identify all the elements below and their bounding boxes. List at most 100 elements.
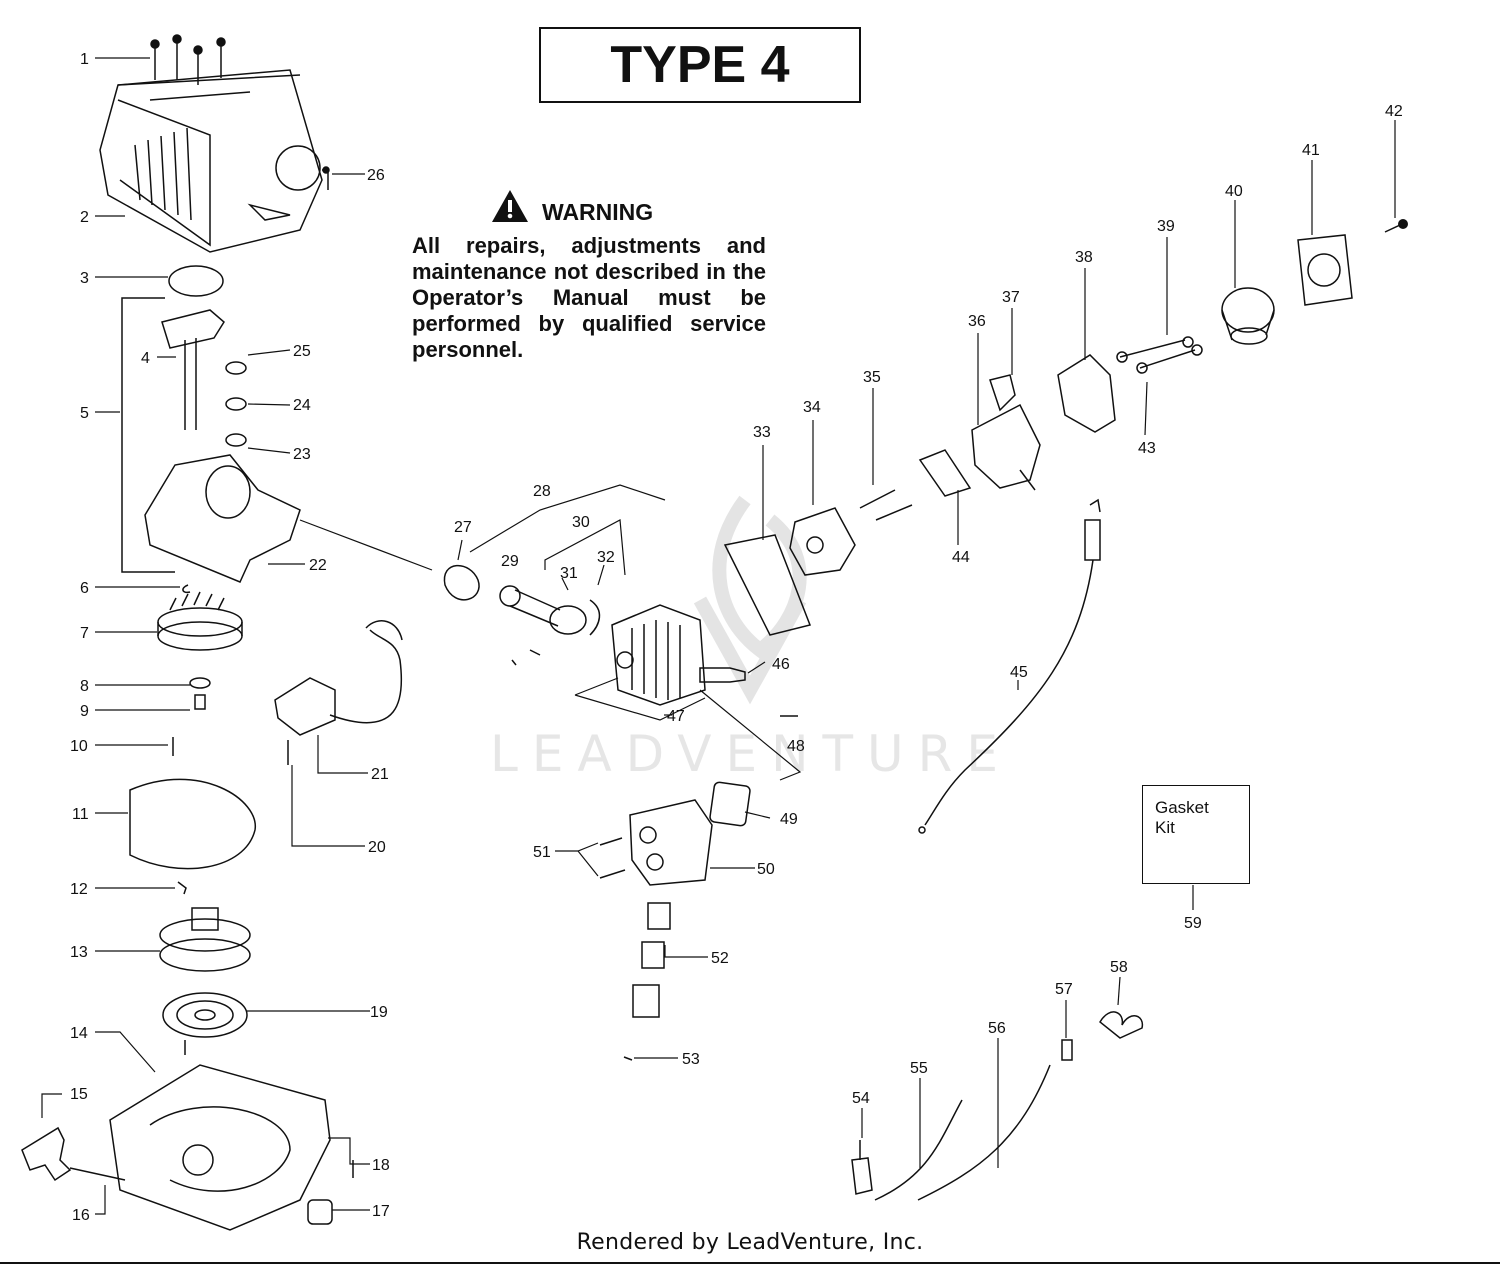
callout-35: 35	[863, 369, 881, 386]
callout-32: 32	[597, 549, 615, 566]
starter-handle-part	[21, 1126, 72, 1182]
carb-screws-part	[859, 489, 913, 521]
diagram-title: TYPE 4	[539, 27, 861, 103]
callout-53: 53	[682, 1051, 700, 1068]
bolts-washers-part	[1116, 336, 1203, 374]
ignition-module-part	[274, 620, 403, 765]
warning-heading: WARNING	[490, 196, 690, 228]
muffler-part	[629, 799, 713, 886]
muffler-small-screw-part	[623, 1056, 633, 1061]
callout-29: 29	[501, 553, 519, 570]
carb-gasket-part	[918, 449, 972, 497]
callout-6: 6	[80, 580, 89, 597]
callout-7: 7	[80, 625, 89, 642]
o-ring-part	[168, 265, 224, 297]
flywheel-part	[157, 591, 243, 651]
callout-2: 2	[80, 209, 89, 226]
insulator-block-part	[789, 507, 856, 576]
callout-27: 27	[454, 519, 472, 536]
crankcase-part	[144, 454, 301, 583]
callout-22: 22	[309, 557, 327, 574]
crank-group-bracket	[121, 297, 175, 573]
callout-31: 31	[560, 565, 578, 582]
cover-screws	[150, 34, 330, 190]
callout-39: 39	[1157, 218, 1175, 235]
warning-heading-text: WARNING	[542, 198, 654, 225]
callout-59: 59	[1184, 915, 1202, 932]
line-clip-part	[1099, 1011, 1144, 1039]
callout-3: 3	[80, 270, 89, 287]
callout-40: 40	[1225, 183, 1243, 200]
callout-5: 5	[80, 405, 89, 422]
callout-18: 18	[372, 1157, 390, 1174]
callout-8: 8	[80, 678, 89, 695]
callout-42: 42	[1385, 103, 1403, 120]
callout-51: 51	[533, 844, 551, 861]
engine-cover-part	[99, 69, 323, 253]
carburetor-part	[971, 374, 1041, 491]
muffler-gasket-part	[709, 781, 751, 827]
pulley-screw-part	[177, 881, 187, 895]
callout-15: 15	[70, 1086, 88, 1103]
air-filter-base-part	[1057, 354, 1116, 433]
callout-26: 26	[367, 167, 385, 184]
callout-12: 12	[70, 881, 88, 898]
callout-17: 17	[372, 1203, 390, 1220]
footer-credit: Rendered by LeadVenture, Inc.	[576, 1230, 924, 1255]
warning-triangle-icon	[492, 190, 528, 222]
callout-16: 16	[72, 1207, 90, 1224]
air-filter-element-part	[1221, 287, 1275, 345]
callout-33: 33	[753, 424, 771, 441]
callout-24: 24	[293, 397, 311, 414]
pulley-part	[159, 907, 251, 972]
nut-part	[194, 694, 206, 710]
gasket-kit-line2: Kit	[1155, 818, 1175, 837]
callout-21: 21	[371, 766, 389, 783]
crankshaft-part	[161, 309, 225, 430]
callout-34: 34	[803, 399, 821, 416]
fuel-line-a-part	[874, 1099, 963, 1201]
callout-52: 52	[711, 950, 729, 967]
callout-30: 30	[572, 514, 590, 531]
callout-50: 50	[757, 861, 775, 878]
callout-11: 11	[72, 806, 89, 823]
recoil-plate-part	[129, 778, 256, 870]
callout-57: 57	[1055, 981, 1073, 998]
callout-47: 47	[667, 708, 685, 725]
callout-46: 46	[772, 656, 790, 673]
callout-19: 19	[370, 1004, 388, 1021]
cover-knob-part	[1384, 224, 1401, 233]
callout-1: 1	[80, 51, 89, 68]
watermark-text: LEADVENTURE	[490, 725, 1012, 783]
muffler-screen-part	[632, 902, 671, 1018]
clip-part	[182, 584, 191, 594]
callout-37: 37	[1002, 289, 1020, 306]
callout-23: 23	[293, 446, 311, 463]
callout-4: 4	[141, 350, 150, 367]
callout-56: 56	[988, 1020, 1006, 1037]
air-filter-cover-part	[1297, 234, 1353, 306]
callout-28: 28	[533, 483, 551, 500]
callout-13: 13	[70, 944, 88, 961]
muffler-screws-part	[599, 837, 626, 879]
cylinder-part	[611, 604, 706, 706]
callout-20: 20	[368, 839, 386, 856]
callout-54: 54	[852, 1090, 870, 1107]
fuel-grommet-part	[1061, 1039, 1073, 1061]
callout-10: 10	[70, 738, 88, 755]
callout-38: 38	[1075, 249, 1093, 266]
spark-plug-part	[699, 667, 746, 683]
callout-25: 25	[293, 343, 311, 360]
grommet-part	[307, 1199, 333, 1225]
callout-44: 44	[952, 549, 970, 566]
callout-55: 55	[910, 1060, 928, 1077]
callout-48: 48	[787, 738, 805, 755]
callout-43: 43	[1138, 440, 1156, 457]
gasket-kit-box: Gasket Kit	[1142, 785, 1250, 884]
leader-lines	[41, 57, 1396, 1215]
callout-41: 41	[1302, 142, 1320, 159]
callout-14: 14	[70, 1025, 88, 1042]
callout-labels: 1 2 3 4 5 6 7 8 9 10 11 12 13 14 15 16 1…	[70, 51, 1403, 1224]
